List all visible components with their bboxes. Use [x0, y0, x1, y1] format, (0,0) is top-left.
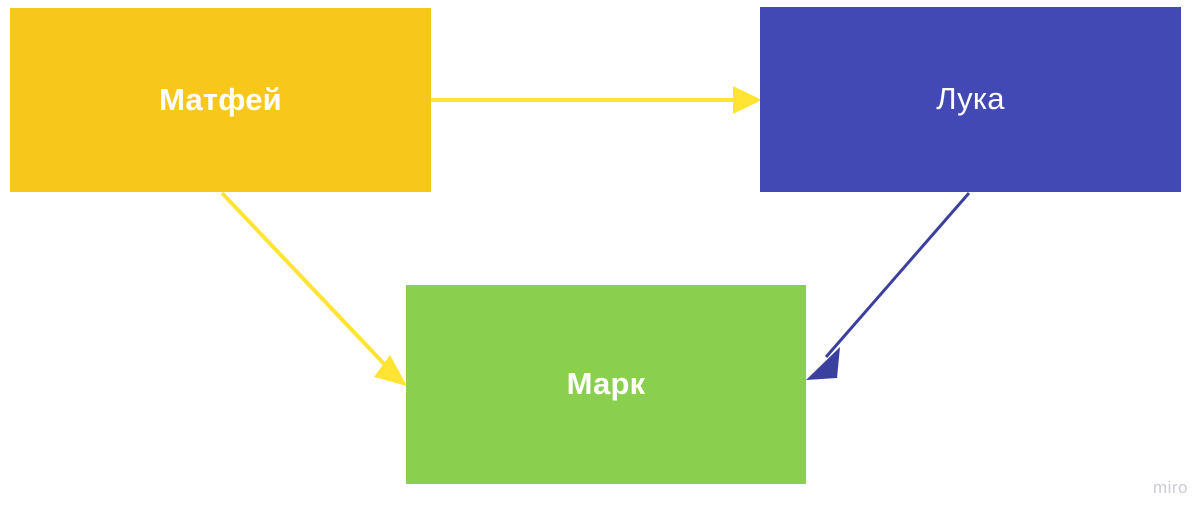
arrowhead-icon	[374, 355, 407, 386]
node-mark[interactable]: Марк	[406, 285, 806, 484]
node-mark-label: Марк	[566, 366, 646, 402]
node-luke[interactable]: Лука	[760, 7, 1181, 192]
edge-line	[220, 191, 390, 370]
node-luke-label: Лука	[936, 81, 1005, 117]
arrowhead-icon	[733, 86, 762, 114]
node-matthew-label: Матфей	[159, 81, 282, 117]
edge-matthew-to-luke[interactable]	[431, 86, 762, 114]
node-matthew[interactable]: Матфей	[10, 8, 431, 192]
edge-luke-to-mark[interactable]	[806, 192, 971, 380]
arrowhead-icon	[806, 347, 840, 380]
edge-matthew-to-mark[interactable]	[220, 191, 407, 386]
edge-line	[824, 192, 971, 358]
miro-watermark: miro	[1152, 478, 1188, 497]
